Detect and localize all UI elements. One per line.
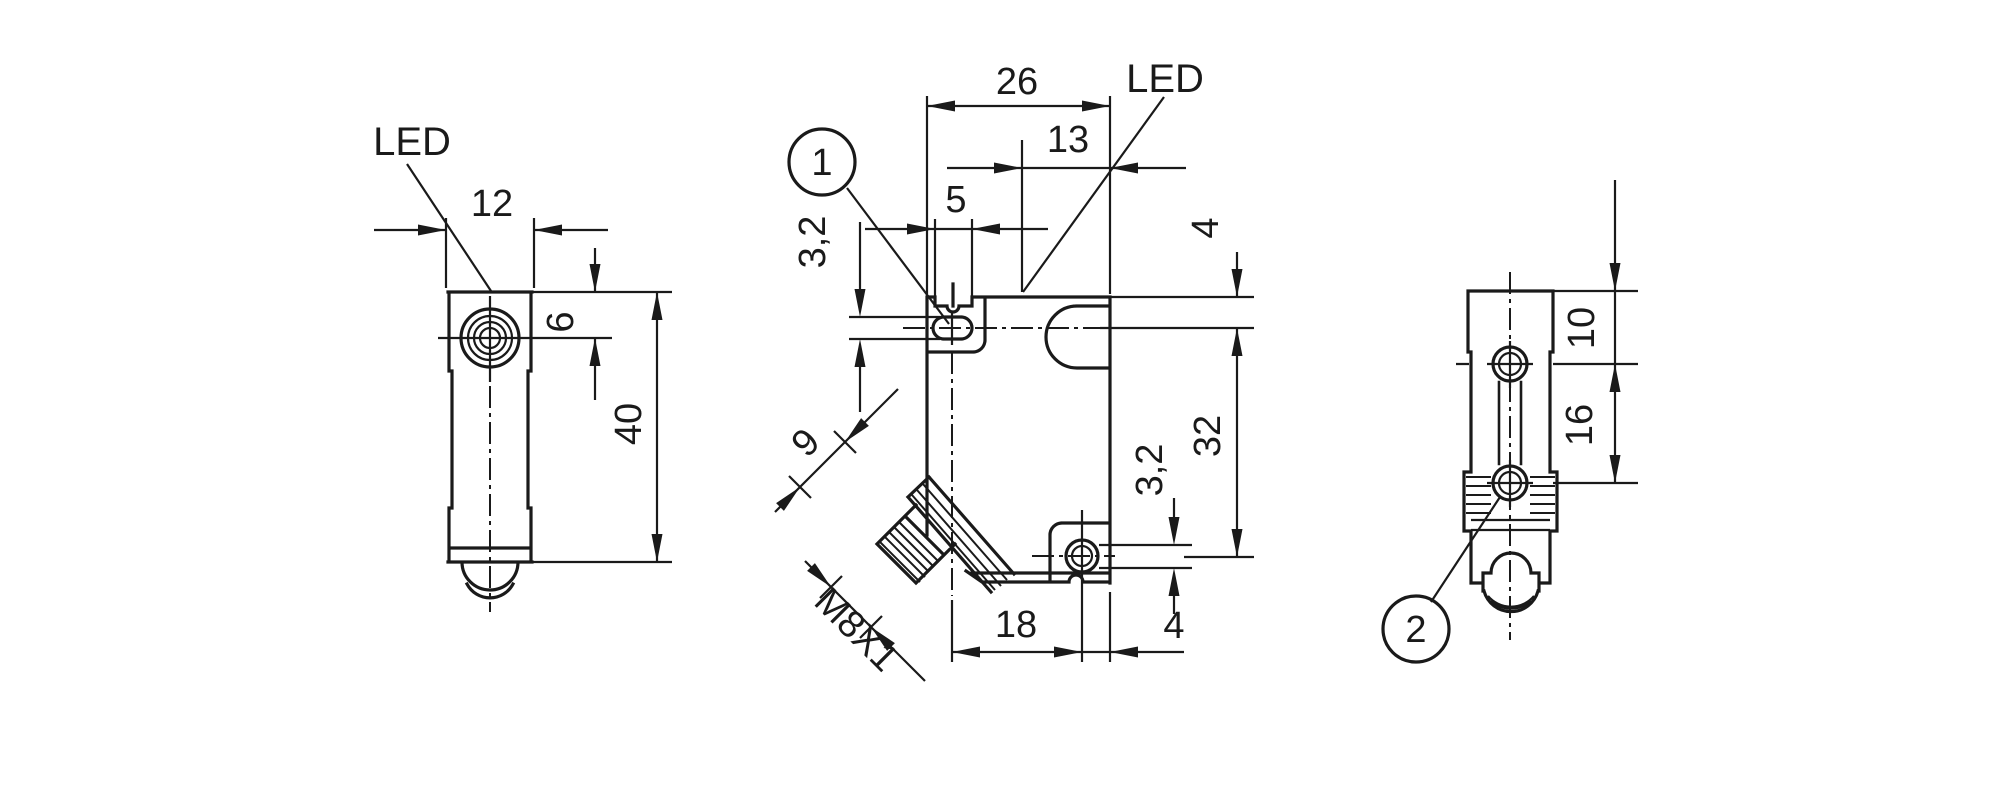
- right-dimension-lines: [1553, 180, 1638, 485]
- side-dim-led-from-right-label: 13: [1047, 119, 1089, 161]
- front-dim-led-offset-label: 6: [540, 311, 582, 332]
- front-led-leader-line: [406, 163, 492, 292]
- balloon-1-number: 1: [811, 142, 832, 184]
- side-dim-hole-spacing-label: 18: [995, 604, 1037, 646]
- right-dim-hole-spacing-label: 16: [1559, 404, 1601, 446]
- front-dim-height-label: 40: [608, 403, 650, 445]
- front-arrowheads: [418, 224, 663, 562]
- side-dim-lower-hole-label: 3,2: [1129, 444, 1171, 497]
- side-dim-slot-width-label: 5: [945, 179, 966, 221]
- balloon-2-leader-line: [1430, 496, 1501, 603]
- side-dim-top-to-axis-label: 4: [1185, 217, 1227, 238]
- balloon-2-number: 2: [1405, 609, 1426, 651]
- side-dim-connector-label: 9: [784, 421, 829, 466]
- balloon-1-circle: [787, 127, 857, 197]
- side-dim-hole-to-edge-label: 4: [1163, 605, 1184, 647]
- front-led-label: LED: [373, 120, 451, 164]
- right-dim-top-to-hole-label: 10: [1561, 307, 1603, 349]
- side-centerlines: [903, 327, 1115, 596]
- side-dim-width-label: 26: [996, 61, 1038, 103]
- side-led-leader-line: [1022, 96, 1165, 293]
- side-led-label: LED: [1126, 57, 1204, 101]
- right-clamp-hatching: [1466, 476, 1555, 514]
- side-view: 1 LED 26 13 5 3,2 4 32 3,2 18 4 9 M8X1: [774, 57, 1254, 682]
- right-arrowheads: [1609, 263, 1621, 483]
- side-dim-upper-hole-label: 3,2: [792, 216, 834, 269]
- front-view: LED 12 6 40: [373, 120, 672, 612]
- side-connector-threads: [879, 521, 940, 583]
- side-thread-label: M8X1: [806, 580, 906, 680]
- right-adjustment-slot: [1497, 380, 1523, 466]
- balloon-1-leader-line: [846, 187, 950, 325]
- balloon-2-circle: [1381, 594, 1451, 664]
- right-side-view: 2 10 16: [1381, 180, 1638, 664]
- front-dim-width-label: 12: [471, 183, 513, 225]
- side-dim-axis-span-label: 32: [1187, 415, 1229, 457]
- front-dimension-lines: [374, 218, 672, 564]
- side-flange-hatching: [911, 483, 1008, 591]
